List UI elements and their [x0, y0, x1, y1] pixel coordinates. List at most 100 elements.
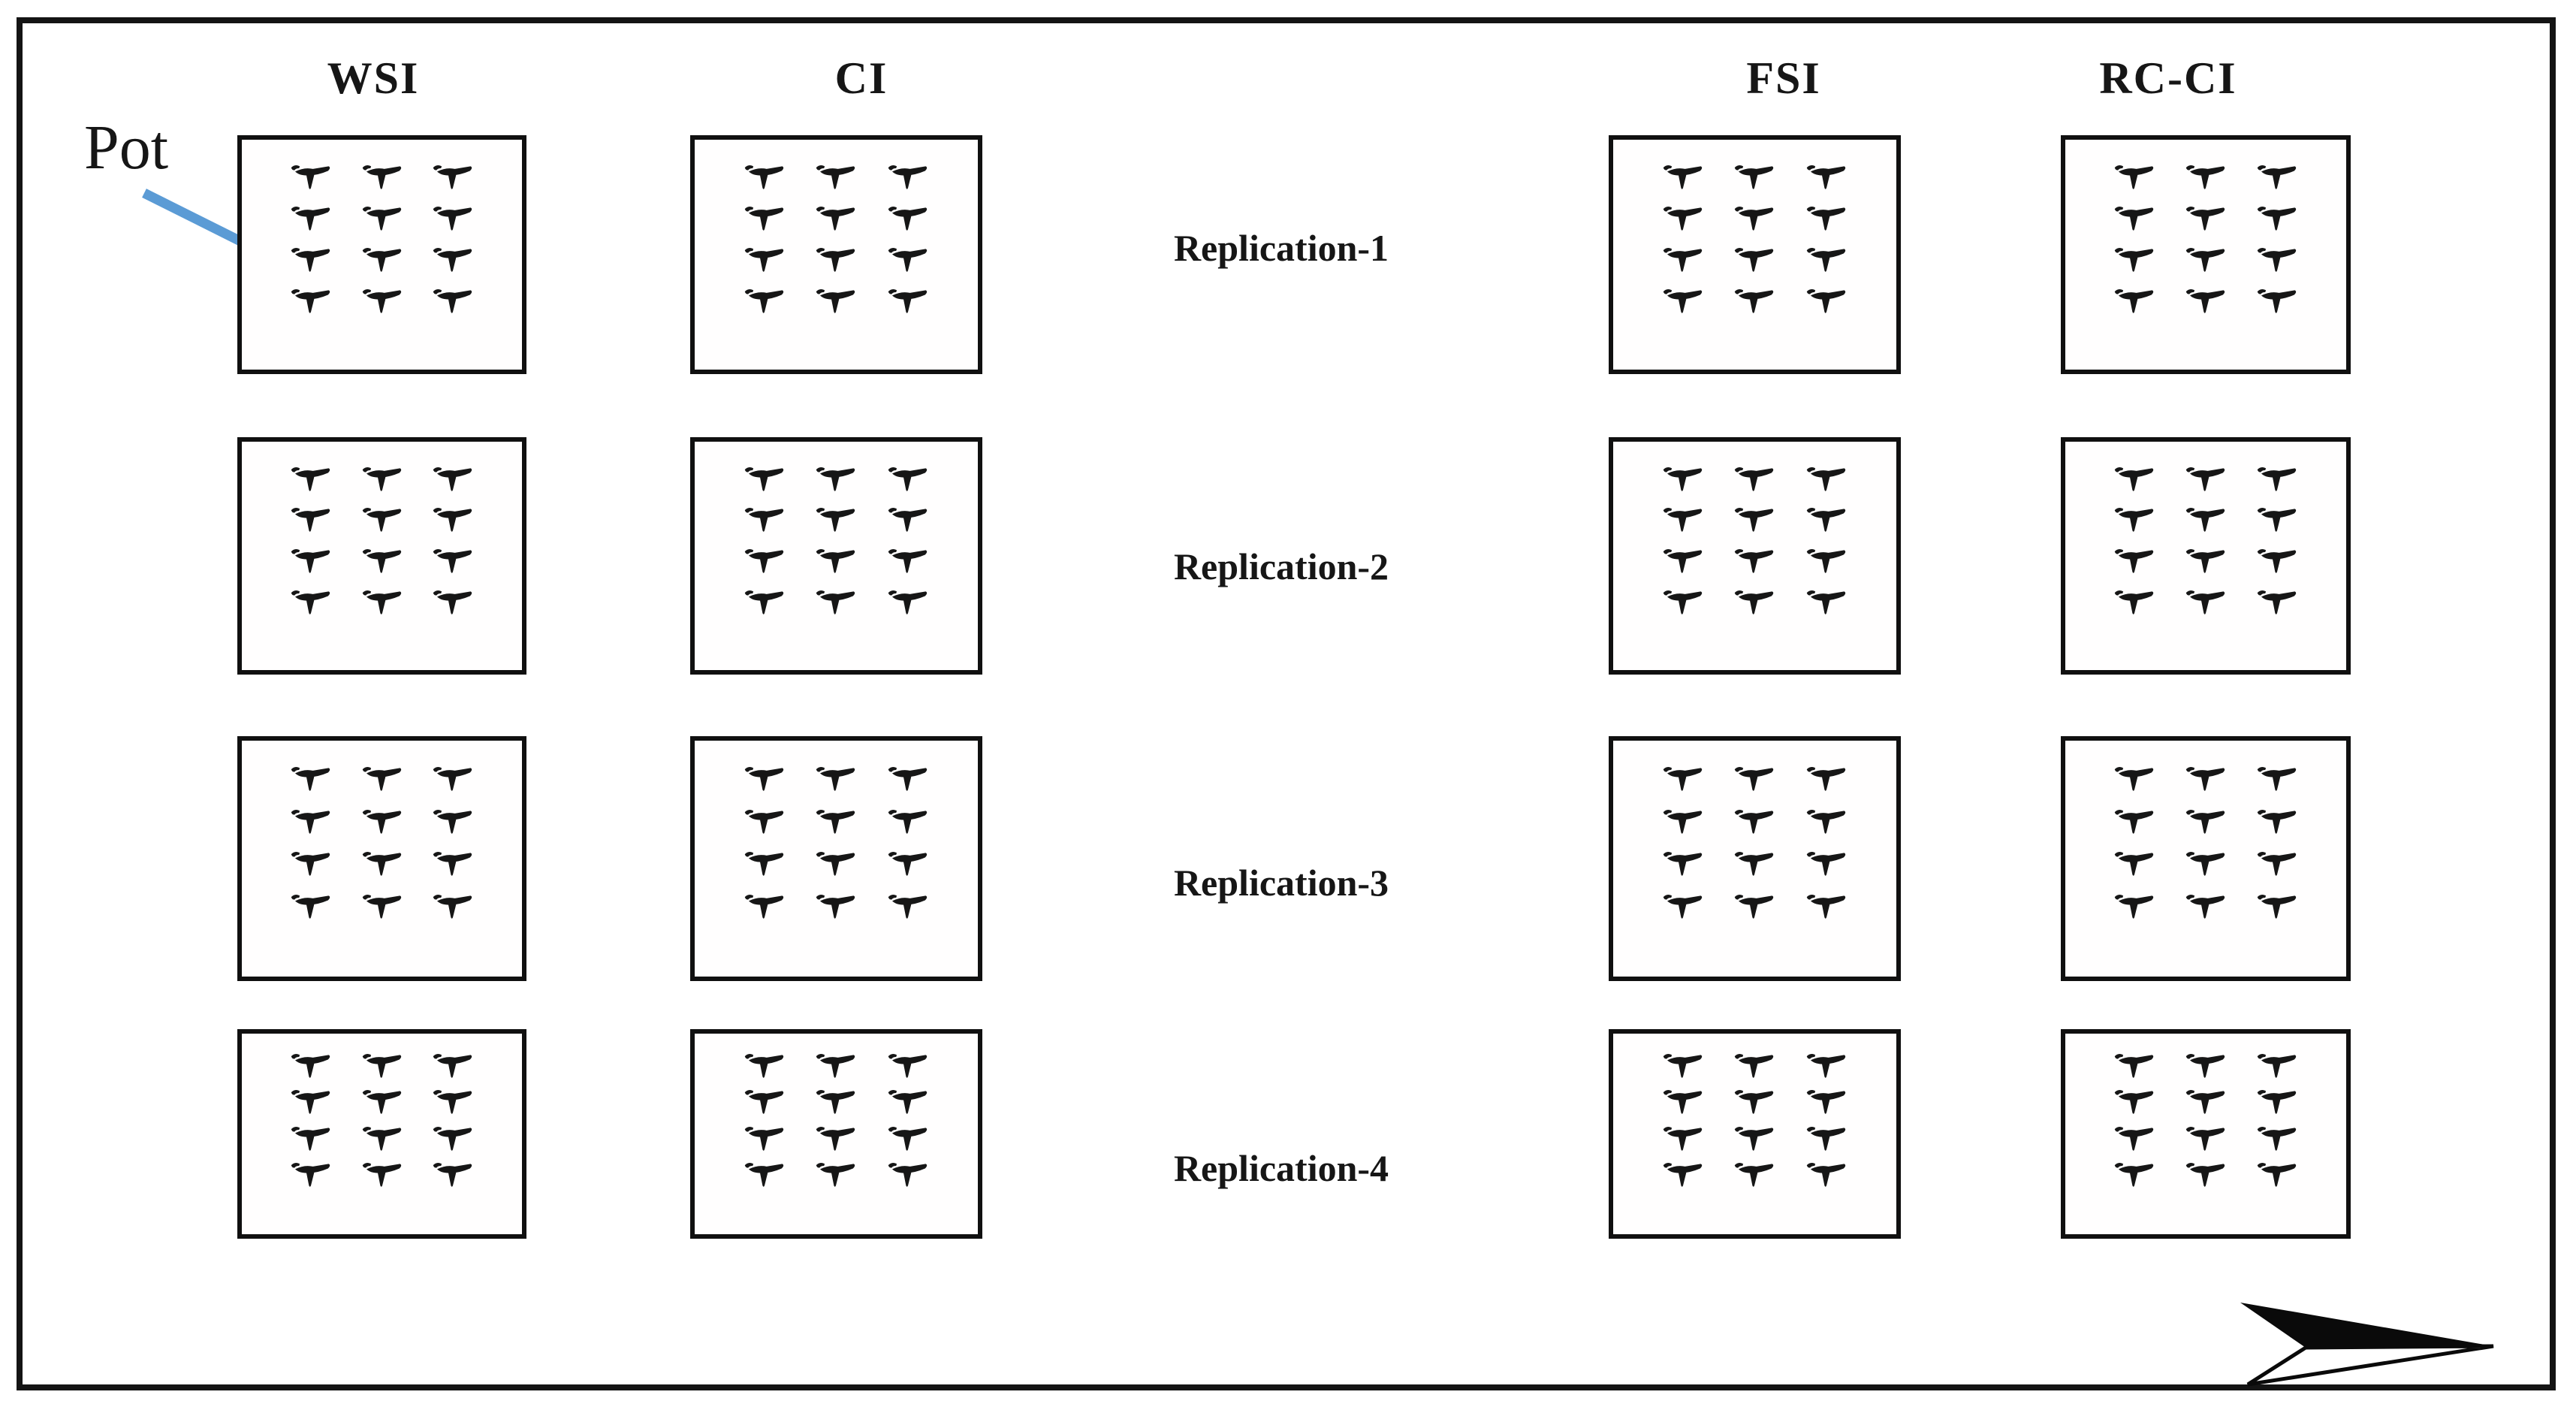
- pot-plant-icon: [744, 848, 786, 883]
- pot-plant-icon: [432, 848, 474, 883]
- pot-plant-icon: [290, 587, 332, 621]
- pot-plant-icon: [432, 806, 474, 841]
- pot-box-wsi-rep2: [237, 437, 526, 675]
- pot-plant-icon: [815, 1086, 857, 1121]
- pot-plant-icon: [815, 848, 857, 883]
- pot-plant-icon: [887, 203, 929, 237]
- pot-plant-icon: [2185, 504, 2227, 539]
- pot-plant-icon: [887, 763, 929, 798]
- pot-plant-icon: [815, 203, 857, 237]
- pot-plant-icon: [1662, 806, 1704, 841]
- pot-plant-icon: [815, 504, 857, 539]
- pot-plant-icon: [1805, 1159, 1848, 1194]
- pot-grid: [728, 759, 944, 929]
- pot-plant-icon: [1733, 203, 1775, 237]
- pot-plant-icon: [2256, 162, 2298, 196]
- pot-plant-icon: [1805, 162, 1848, 196]
- pot-plant-icon: [1733, 891, 1775, 925]
- pot-plant-icon: [815, 763, 857, 798]
- pot-plant-icon: [1733, 763, 1775, 798]
- pot-plant-icon: [2256, 285, 2298, 320]
- pot-plant-icon: [887, 285, 929, 320]
- pot-plant-icon: [361, 891, 403, 925]
- pot-plant-icon: [887, 848, 929, 883]
- treatment-header-fsi: FSI: [1746, 53, 1821, 103]
- pot-plant-icon: [290, 1123, 332, 1158]
- pot-plant-icon: [432, 1159, 474, 1194]
- pot-grid: [728, 1049, 944, 1194]
- pot-box-ci-rep3: [690, 736, 982, 981]
- pot-plant-icon: [2256, 763, 2298, 798]
- pot-box-ci-rep2: [690, 437, 982, 675]
- pot-plant-icon: [1733, 587, 1775, 621]
- pot-plant-icon: [1805, 244, 1848, 279]
- pot-grid: [728, 158, 944, 323]
- pot-plant-icon: [432, 162, 474, 196]
- pot-plant-icon: [2113, 1123, 2155, 1158]
- pot-plant-icon: [2185, 1123, 2227, 1158]
- pot-plant-icon: [1662, 244, 1704, 279]
- pot-plant-icon: [361, 545, 403, 580]
- treatment-header-ci: CI: [834, 53, 888, 103]
- pot-plant-icon: [432, 763, 474, 798]
- pot-grid: [2099, 158, 2312, 323]
- pot-plant-icon: [887, 244, 929, 279]
- pot-plant-icon: [1662, 162, 1704, 196]
- pot-plant-icon: [361, 848, 403, 883]
- pot-plant-icon: [2256, 587, 2298, 621]
- pot-grid: [276, 759, 489, 929]
- pot-plant-icon: [290, 891, 332, 925]
- pot-grid: [2099, 1049, 2312, 1194]
- pot-plant-icon: [1805, 545, 1848, 580]
- pot-plant-icon: [290, 244, 332, 279]
- pot-plant-icon: [2256, 848, 2298, 883]
- pot-plant-icon: [361, 806, 403, 841]
- pot-plant-icon: [1733, 1086, 1775, 1121]
- pot-plant-icon: [744, 1086, 786, 1121]
- pot-plant-icon: [1662, 463, 1704, 498]
- pot-plant-icon: [432, 463, 474, 498]
- pot-box-rc-ci-rep2: [2061, 437, 2351, 675]
- pot-plant-icon: [432, 203, 474, 237]
- pot-plant-icon: [361, 1050, 403, 1085]
- pot-plant-icon: [815, 1050, 857, 1085]
- pot-plant-icon: [2113, 763, 2155, 798]
- pot-plant-icon: [432, 1050, 474, 1085]
- pot-plant-icon: [744, 504, 786, 539]
- replication-label-3: Replication-3: [1173, 862, 1389, 904]
- pot-plant-icon: [744, 1159, 786, 1194]
- pot-plant-icon: [361, 162, 403, 196]
- pot-plant-icon: [361, 463, 403, 498]
- pot-plant-icon: [361, 763, 403, 798]
- pot-plant-icon: [815, 587, 857, 621]
- pot-plant-icon: [2113, 1159, 2155, 1194]
- pot-plant-icon: [744, 285, 786, 320]
- pot-plant-icon: [744, 1050, 786, 1085]
- pot-plant-icon: [887, 891, 929, 925]
- pot-grid: [1647, 460, 1863, 624]
- pot-plant-icon: [1805, 1050, 1848, 1085]
- pot-plant-icon: [1662, 1086, 1704, 1121]
- pot-plant-icon: [1805, 848, 1848, 883]
- pot-plant-icon: [744, 891, 786, 925]
- pot-plant-icon: [1805, 203, 1848, 237]
- pot-plant-icon: [2185, 1086, 2227, 1121]
- pot-plant-icon: [432, 1086, 474, 1121]
- pot-plant-icon: [2113, 244, 2155, 279]
- pot-plant-icon: [887, 587, 929, 621]
- pot-plant-icon: [432, 545, 474, 580]
- pot-plant-icon: [432, 587, 474, 621]
- pot-plant-icon: [1733, 285, 1775, 320]
- pot-plant-icon: [290, 763, 332, 798]
- pot-plant-icon: [2113, 285, 2155, 320]
- pot-plant-icon: [1662, 203, 1704, 237]
- pot-plant-icon: [290, 463, 332, 498]
- pot-plant-icon: [2185, 463, 2227, 498]
- pot-plant-icon: [2256, 504, 2298, 539]
- pot-box-rc-ci-rep1: [2061, 135, 2351, 374]
- pot-box-fsi-rep3: [1609, 736, 1901, 981]
- pot-plant-icon: [887, 1159, 929, 1194]
- pot-plant-icon: [2256, 806, 2298, 841]
- pot-plant-icon: [1733, 1050, 1775, 1085]
